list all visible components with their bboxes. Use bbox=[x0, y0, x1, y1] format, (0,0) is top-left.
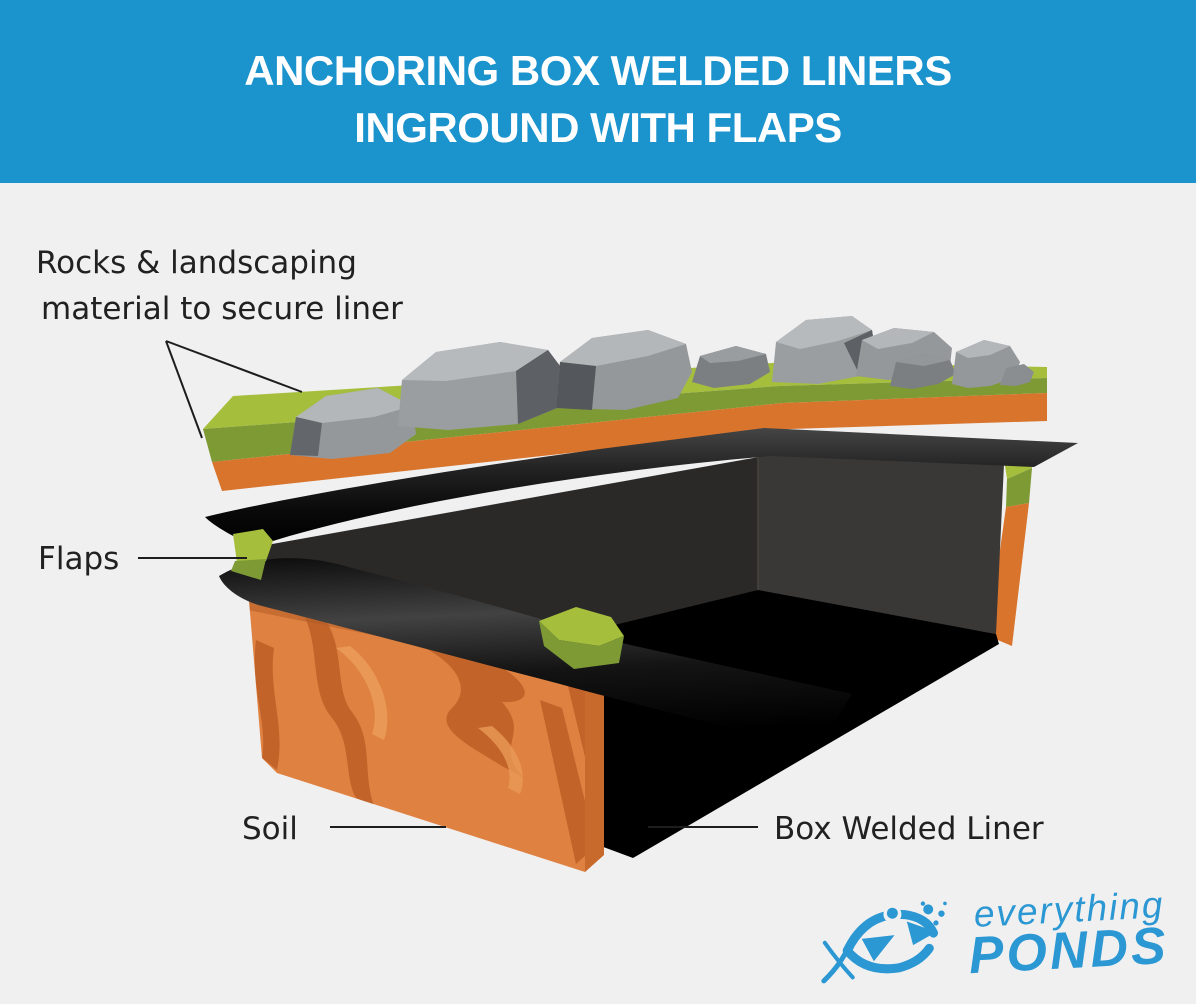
label-box-welded-liner: Box Welded Liner bbox=[774, 811, 1044, 847]
edge-soil-orange bbox=[988, 503, 1029, 646]
rock bbox=[952, 340, 1020, 388]
strip-grass-side bbox=[203, 378, 1047, 462]
title-banner: ANCHORING BOX WELDED LINERS INGROUND WIT… bbox=[0, 0, 1196, 183]
logo-word-ponds: PONDS bbox=[967, 917, 1170, 985]
page-title-line2: INGROUND WITH FLAPS bbox=[354, 103, 842, 151]
strip-soil-edge bbox=[212, 393, 1047, 491]
rock bbox=[1000, 364, 1034, 386]
label-flaps: Flaps bbox=[38, 541, 120, 577]
grass-cap-left bbox=[231, 529, 273, 580]
label-rocks-line2: material to secure liner bbox=[41, 291, 403, 327]
page-title: ANCHORING BOX WELDED LINERS INGROUND WIT… bbox=[244, 42, 952, 156]
pointer-lines bbox=[138, 340, 758, 828]
pointer-line-rocks-left bbox=[165, 340, 203, 439]
rock bbox=[290, 388, 416, 459]
label-rocks-landscaping: Rocks & landscaping material to secure l… bbox=[36, 240, 403, 332]
rock bbox=[692, 346, 770, 388]
rocks-group bbox=[290, 316, 1034, 459]
label-soil: Soil bbox=[242, 811, 298, 847]
label-rocks-line1: Rocks & landscaping bbox=[36, 245, 357, 281]
rock bbox=[556, 330, 692, 410]
logo-word-everything: everything bbox=[973, 884, 1166, 935]
pointer-line-rocks-right bbox=[165, 340, 303, 393]
pit-wall-right bbox=[758, 450, 1004, 634]
liner-front-flap bbox=[219, 558, 852, 748]
rock bbox=[890, 354, 956, 389]
fish-icon bbox=[821, 901, 947, 984]
liner-back-flap bbox=[205, 428, 1078, 547]
everything-ponds-logo: everything PONDS bbox=[821, 884, 1170, 985]
rock bbox=[398, 342, 566, 430]
grass-cap-middle bbox=[539, 607, 624, 669]
edge-grass-dark bbox=[1006, 468, 1032, 507]
page-title-line1: ANCHORING BOX WELDED LINERS bbox=[244, 46, 952, 94]
